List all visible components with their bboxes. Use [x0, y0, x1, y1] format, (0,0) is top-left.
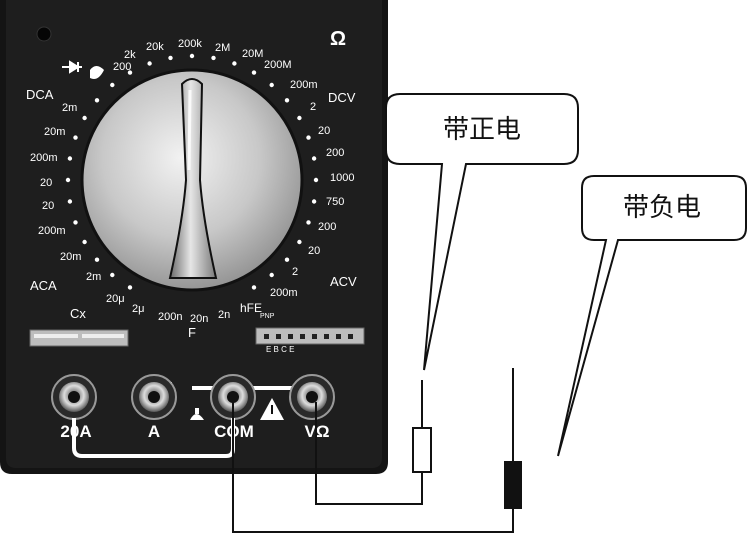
cap-range-label: 2μ — [132, 303, 144, 315]
acv-range-label: 20 — [308, 245, 320, 257]
dca-range-label: 2m — [62, 102, 77, 114]
range-dot — [284, 98, 290, 103]
range-dot — [232, 61, 237, 66]
com-lead-wire — [232, 402, 514, 533]
range-dot — [67, 156, 73, 161]
range-dot — [311, 199, 317, 204]
aca-range-label: 2m — [86, 271, 101, 283]
cap-range-label: 20μ — [106, 293, 125, 305]
jack-label-a: A — [148, 422, 160, 441]
ohm-section-label: Ω — [330, 28, 346, 50]
hfe-socket — [255, 327, 365, 345]
range-dot — [189, 53, 195, 59]
range-dot — [269, 82, 274, 88]
dca-label: DCA — [26, 87, 54, 102]
dca-range-label: 20 — [42, 200, 54, 212]
ohm-range-label: 20M — [242, 48, 263, 60]
dcv-range-label: 2 — [310, 101, 316, 113]
jack-a[interactable] — [131, 374, 177, 420]
dcv-label: DCV — [328, 90, 356, 105]
jack-com[interactable] — [210, 374, 256, 420]
ohm-range-label: 20k — [146, 41, 164, 53]
aca-range-label: 20m — [60, 251, 81, 263]
negative-charge-callout: 带负电 — [557, 175, 747, 457]
range-dot — [65, 177, 71, 183]
dcv-range-label: 200 — [326, 147, 344, 159]
f-label: F — [188, 325, 196, 340]
acv-label: ACV — [330, 274, 357, 289]
aca-label: ACA — [30, 278, 57, 293]
range-dot — [82, 115, 87, 121]
ohm-range-label: 200 — [113, 61, 131, 73]
range-dot — [297, 239, 302, 245]
cap-range-label: 200n — [158, 311, 182, 323]
ohm-range-label: 200k — [178, 38, 202, 50]
range-dot — [110, 82, 115, 88]
range-labels: 200 2k 20k 200k 2M 20M 200M 200m 2 20 20… — [30, 38, 354, 325]
positive-charge-text: 带正电 — [443, 115, 521, 145]
range-dot — [297, 115, 302, 121]
pnp-label: PNP — [260, 313, 275, 320]
range-dot — [306, 220, 311, 225]
range-dot — [147, 61, 152, 66]
range-dot — [251, 285, 257, 290]
range-dot — [82, 239, 87, 245]
dcv-range-label: 20 — [318, 125, 330, 137]
range-dot-ring — [65, 53, 319, 290]
range-dot — [211, 55, 216, 61]
dial-knob[interactable] — [168, 78, 218, 279]
hfe-label: hFE — [240, 301, 262, 315]
jack-v-ohm[interactable] — [289, 374, 335, 420]
ohm-range-label: 200M — [264, 59, 292, 71]
negative-charge-text: 带负电 — [623, 193, 701, 223]
ohm-range-label: 2k — [124, 49, 136, 61]
range-dot — [269, 272, 274, 278]
warning-triangle-icon — [260, 398, 284, 420]
resistor-component — [412, 427, 432, 473]
ground-icon — [190, 408, 204, 420]
range-dot — [73, 220, 78, 225]
range-dot — [306, 135, 311, 140]
range-dot — [127, 70, 133, 75]
dcv-range-label: 200m — [290, 79, 318, 91]
v-ohm-lead-wire — [315, 402, 423, 505]
cx-label: Cx — [70, 306, 86, 321]
dcv-range-label: 1000 — [330, 172, 354, 184]
cap-range-label: 2n — [218, 309, 230, 321]
acv-range-label: 200 — [318, 221, 336, 233]
acv-range-label: 750 — [326, 196, 344, 208]
diode-buzzer-icon — [62, 60, 104, 79]
range-dot — [251, 70, 257, 75]
range-dot — [73, 135, 78, 140]
jack-20a[interactable] — [51, 374, 97, 420]
capacitor-socket — [29, 329, 129, 347]
range-dot — [110, 272, 115, 278]
positive-charge-callout: 带正电 — [385, 93, 579, 371]
external-wires — [232, 368, 514, 533]
range-dot — [313, 177, 319, 183]
acv-range-label: 2 — [292, 266, 298, 278]
range-dot — [94, 98, 100, 103]
range-dot — [67, 199, 73, 204]
rotary-dial[interactable] — [80, 68, 304, 292]
ebce-label: E B C E — [266, 345, 294, 354]
acv-range-label: 200m — [270, 287, 298, 299]
dca-range-label: 200m — [38, 225, 66, 237]
dca-range-label: 20 — [40, 177, 52, 189]
range-dot — [311, 156, 317, 161]
cap-range-label: 20n — [190, 313, 208, 325]
dca-range-label: 200m — [30, 152, 58, 164]
section-labels: DCA DCV ACA ACV Cx F PNP E B C E — [26, 87, 357, 354]
ohm-range-label: 2M — [215, 42, 230, 54]
range-dot — [168, 55, 173, 61]
capacitor-component — [504, 461, 522, 509]
dca-range-label: 20m — [44, 126, 65, 138]
range-dot — [284, 257, 290, 262]
range-dot — [127, 285, 133, 290]
range-dot — [94, 257, 100, 262]
